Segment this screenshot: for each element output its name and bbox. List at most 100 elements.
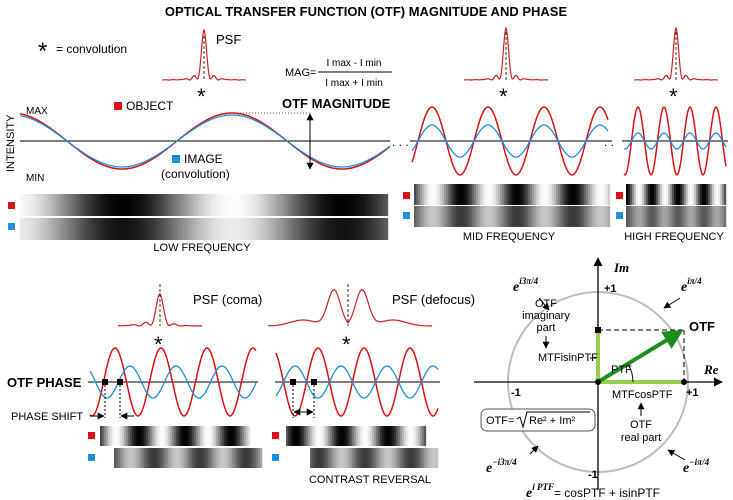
intensity-stripe — [150, 448, 153, 468]
intensity-stripe — [238, 426, 241, 446]
intensity-stripe — [176, 194, 179, 216]
intensity-stripe — [448, 184, 451, 205]
intensity-stripe — [518, 206, 521, 227]
intensity-stripe — [326, 194, 329, 216]
intensity-stripe — [78, 194, 81, 216]
continuation-dots: . . . — [392, 135, 409, 149]
intensity-stripe — [364, 194, 367, 216]
intensity-stripe — [688, 184, 691, 205]
intensity-stripe — [720, 206, 723, 227]
intensity-stripe — [42, 218, 45, 240]
intensity-stripe — [360, 194, 363, 216]
intensity-stripe — [572, 184, 575, 205]
intensity-stripe — [372, 426, 375, 446]
intensity-stripe — [90, 218, 93, 240]
intensity-stripe — [390, 426, 393, 446]
intensity-stripe — [104, 194, 107, 216]
intensity-stripe — [120, 194, 123, 216]
intensity-stripe — [46, 218, 49, 240]
intensity-stripe — [558, 206, 561, 227]
intensity-stripe — [654, 184, 657, 205]
intensity-stripe — [562, 184, 565, 205]
intensity-stripe — [692, 184, 695, 205]
intensity-stripe — [230, 426, 233, 446]
intensity-stripe — [192, 194, 195, 216]
intensity-stripe — [146, 426, 149, 446]
intensity-stripe — [548, 206, 551, 227]
intensity-stripe — [666, 184, 669, 205]
intensity-stripe — [300, 426, 303, 446]
intensity-stripe — [96, 194, 99, 216]
intensity-stripe — [372, 218, 375, 240]
intensity-stripe — [542, 184, 545, 205]
intensity-stripe — [452, 206, 455, 227]
intensity-stripe — [418, 206, 421, 227]
object-bar-coma — [100, 426, 251, 446]
intensity-stripe — [380, 194, 383, 216]
intensity-stripe — [146, 448, 149, 468]
intensity-stripe — [442, 184, 445, 205]
intensity-stripe — [524, 206, 527, 227]
intensity-stripe — [506, 184, 509, 205]
intensity-stripe — [260, 218, 263, 240]
intensity-stripe — [108, 194, 111, 216]
intensity-stripe — [366, 194, 369, 216]
intensity-stripe — [134, 426, 137, 446]
intensity-stripe — [512, 206, 515, 227]
intensity-stripe — [356, 218, 359, 240]
intensity-stripe — [328, 218, 331, 240]
intensity-stripe — [596, 206, 599, 227]
intensity-stripe — [52, 194, 55, 216]
intensity-stripe — [228, 218, 231, 240]
intensity-stripe — [644, 206, 647, 227]
intensity-stripe — [184, 194, 187, 216]
intensity-stripe — [342, 448, 345, 468]
intensity-stripe — [472, 206, 475, 227]
intensity-stripe — [72, 194, 75, 216]
intensity-stripe — [220, 218, 223, 240]
intensity-stripe — [156, 426, 159, 446]
intensity-stripe — [212, 448, 215, 468]
intensity-stripe — [316, 194, 319, 216]
intensity-stripe — [358, 218, 361, 240]
ptf-angle-arc — [627, 363, 634, 383]
intensity-stripe — [70, 218, 73, 240]
conv-star-high: * — [669, 84, 678, 109]
intensity-stripe — [172, 194, 175, 216]
intensity-stripe — [502, 184, 505, 205]
intensity-stripe — [214, 426, 217, 446]
intensity-stripe — [594, 206, 597, 227]
intensity-stripe — [346, 426, 349, 446]
intensity-stripe — [218, 448, 221, 468]
intensity-stripe — [180, 426, 183, 446]
page-title: OPTICAL TRANSFER FUNCTION (OTF) MAGNITUD… — [165, 4, 568, 19]
intensity-stripe — [186, 448, 189, 468]
intensity-stripe — [354, 218, 357, 240]
intensity-stripe — [326, 448, 329, 468]
intensity-stripe — [368, 426, 371, 446]
intensity-stripe — [712, 206, 715, 227]
intensity-stripe — [600, 184, 603, 205]
intensity-stripe — [540, 206, 543, 227]
image-swatch-coma — [88, 454, 95, 461]
intensity-stripe — [558, 184, 561, 205]
intensity-stripe — [372, 194, 375, 216]
intensity-stripe — [384, 218, 387, 240]
intensity-stripe — [536, 184, 539, 205]
intensity-stripe — [692, 206, 695, 227]
intensity-axis-label: INTENSITY — [5, 114, 17, 172]
intensity-stripe — [576, 184, 579, 205]
intensity-stripe — [380, 218, 383, 240]
intensity-stripe — [148, 194, 151, 216]
intensity-stripe — [686, 206, 689, 227]
intensity-stripe — [516, 184, 519, 205]
intensity-stripe — [174, 448, 177, 468]
intensity-stripe — [206, 448, 209, 468]
intensity-stripe — [200, 218, 203, 240]
intensity-stripe — [350, 194, 353, 216]
intensity-stripe — [192, 218, 195, 240]
intensity-stripe — [294, 194, 297, 216]
intensity-stripe — [364, 218, 367, 240]
intensity-stripe — [634, 206, 637, 227]
intensity-stripe — [604, 184, 607, 205]
